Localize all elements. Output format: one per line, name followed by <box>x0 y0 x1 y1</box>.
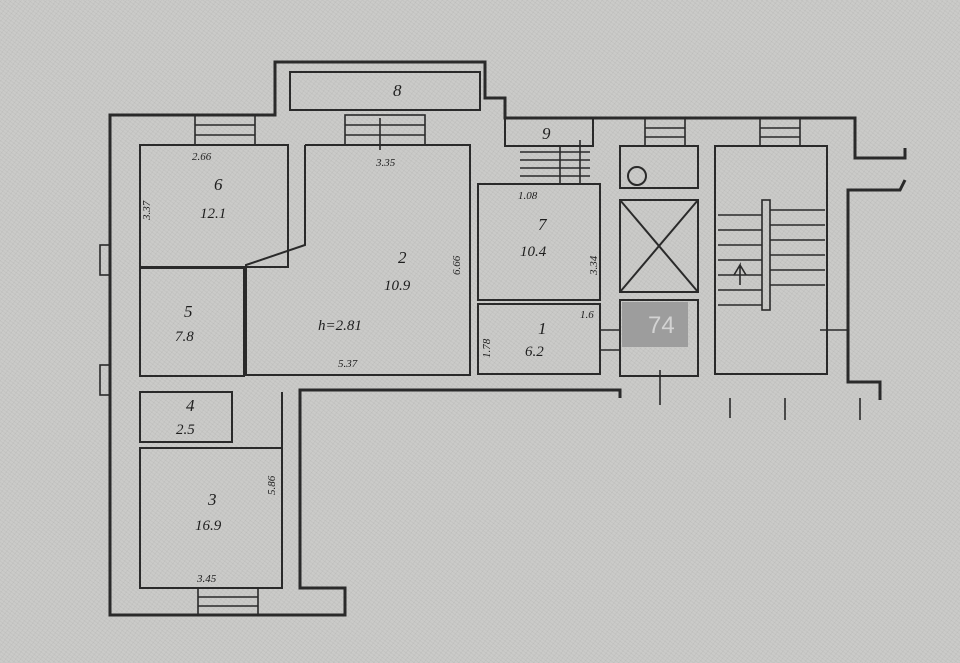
door-marks <box>379 118 861 420</box>
dim-1-6: 1.6 <box>580 309 594 321</box>
dim-3-45: 3.45 <box>196 573 217 585</box>
room-2 <box>245 144 471 376</box>
outer-wall <box>108 60 907 617</box>
stair-steps <box>718 199 825 311</box>
dim-3-34: 3.34 <box>588 255 600 276</box>
elevator-cross-b <box>619 199 699 293</box>
room-9-number: 9 <box>542 124 551 143</box>
room-7-area: 10.4 <box>520 244 547 260</box>
tank-icon <box>627 166 647 186</box>
elevator-shaft <box>619 199 699 293</box>
room-8-number: 8 <box>393 81 402 100</box>
dim-3-35: 3.35 <box>375 157 396 169</box>
room-3-area: 16.9 <box>195 518 222 534</box>
ceiling-height: h=2.81 <box>318 318 362 334</box>
room-4 <box>139 391 233 443</box>
room-4-area: 2.5 <box>176 422 195 438</box>
room-1-number: 1 <box>538 319 547 338</box>
dim-6-66: 6.66 <box>451 255 463 275</box>
room-1 <box>477 303 601 375</box>
balcony-8 <box>289 71 481 111</box>
windows <box>99 114 801 616</box>
room-6-area: 12.1 <box>200 206 226 222</box>
watermark-box <box>622 302 688 347</box>
dim-5-86: 5.86 <box>266 475 278 495</box>
room-2-area: 10.9 <box>384 278 411 294</box>
dim-1-08: 1.08 <box>518 190 538 202</box>
dim-5-37: 5.37 <box>338 358 358 370</box>
outer-wall-right <box>846 179 907 400</box>
shaft-top <box>619 145 699 189</box>
lift-hall <box>619 299 699 377</box>
room-3-number: 3 <box>207 490 217 509</box>
room-7 <box>477 183 601 301</box>
room-7-number: 7 <box>538 215 548 234</box>
dim-2-66: 2.66 <box>192 151 212 163</box>
dim-1-78: 1.78 <box>481 338 493 358</box>
room-5 <box>139 267 245 377</box>
room-1-area: 6.2 <box>525 344 544 360</box>
room-2-number: 2 <box>398 248 407 267</box>
room-5-number: 5 <box>184 302 193 321</box>
room-9 <box>504 117 594 147</box>
dim-3-37-left: 3.37 <box>141 200 153 221</box>
room-4-number: 4 <box>186 396 195 415</box>
steps-9 <box>520 146 590 184</box>
watermark-text: 74 <box>648 312 675 339</box>
room-5-area: 7.8 <box>175 329 194 345</box>
room-6-number: 6 <box>214 175 223 194</box>
